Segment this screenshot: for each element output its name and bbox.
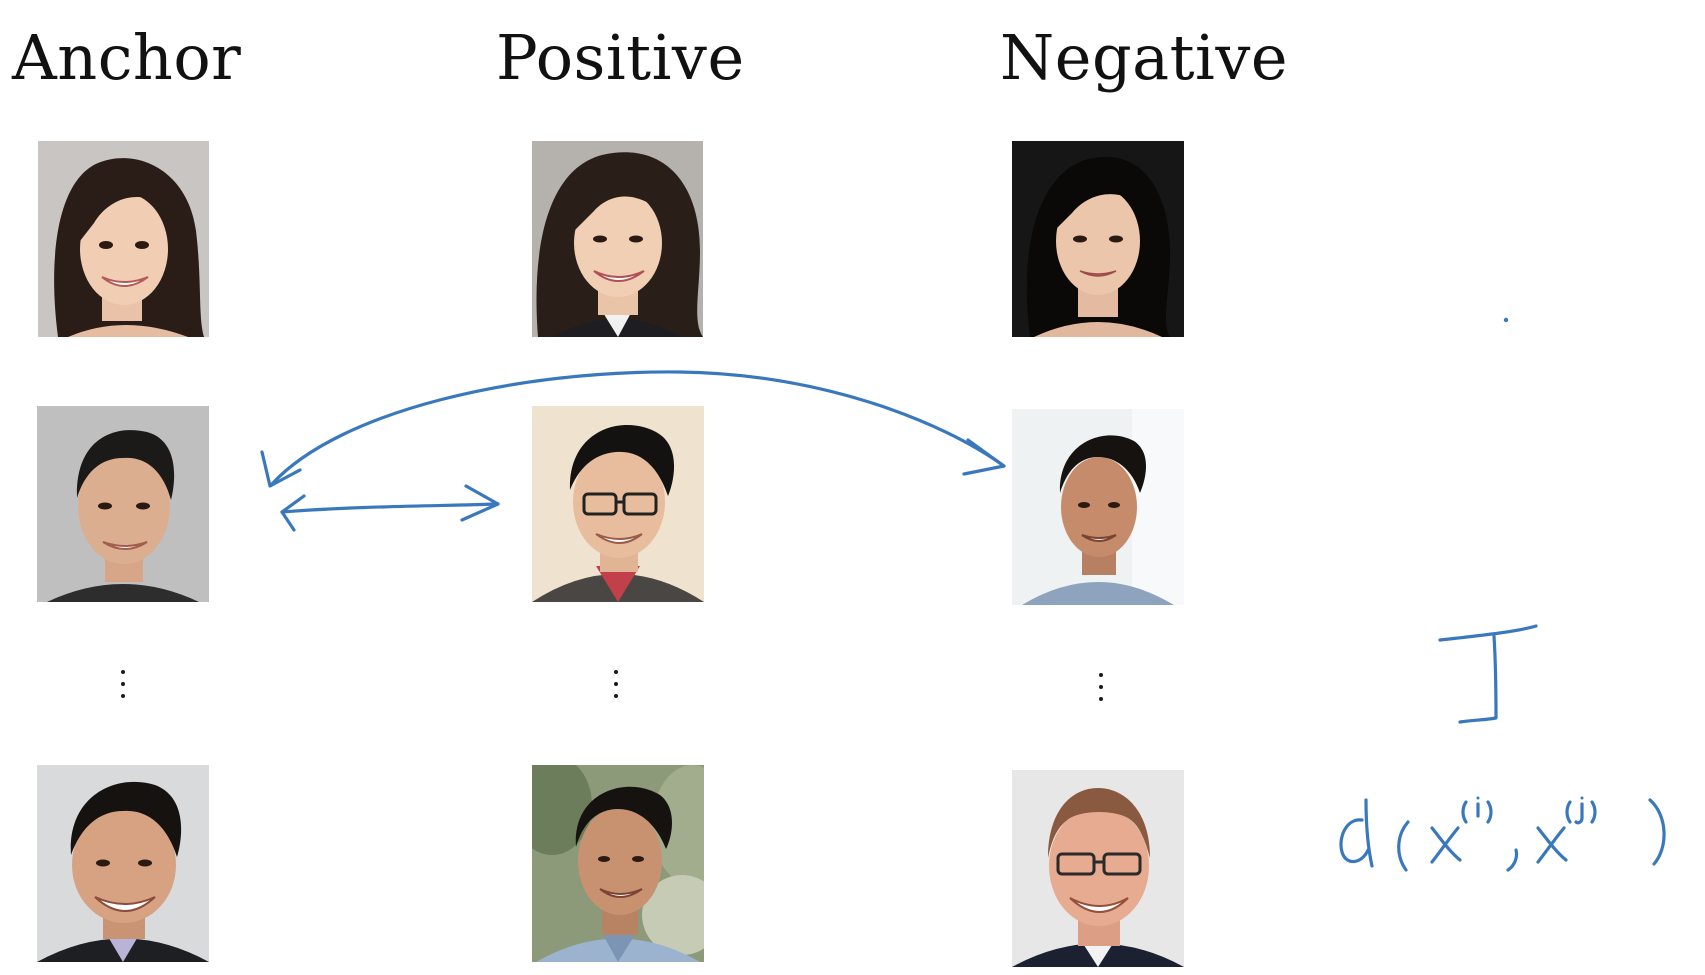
positive-photo-3 bbox=[532, 765, 704, 962]
arrowhead-anchor-right bbox=[280, 494, 306, 532]
anchor-positive-arrow bbox=[280, 502, 500, 514]
negative-photo-2 bbox=[1012, 409, 1184, 605]
arrowhead-anchor-left bbox=[260, 450, 302, 488]
negative-photo-1 bbox=[1012, 141, 1184, 337]
handwritten-letter-j bbox=[1436, 612, 1566, 732]
column-title-negative: Negative bbox=[1000, 21, 1289, 94]
anchor-photo-2 bbox=[37, 406, 209, 602]
arrowhead-negative bbox=[962, 438, 1006, 476]
column-title-anchor: Anchor bbox=[12, 21, 242, 94]
arrowhead-positive bbox=[460, 484, 500, 522]
positive-photo-2 bbox=[532, 406, 704, 602]
positive-photo-1 bbox=[532, 141, 703, 337]
handwritten-distance-formula bbox=[1332, 760, 1692, 880]
column-title-positive: Positive bbox=[496, 21, 745, 94]
anchor-photo-3 bbox=[37, 765, 209, 962]
anchor-photo-1 bbox=[38, 141, 209, 337]
anchor-ellipsis bbox=[118, 670, 128, 708]
negative-ellipsis bbox=[1096, 673, 1106, 711]
stray-dot bbox=[1503, 317, 1509, 323]
negative-photo-3 bbox=[1012, 770, 1184, 967]
positive-ellipsis bbox=[611, 670, 621, 708]
